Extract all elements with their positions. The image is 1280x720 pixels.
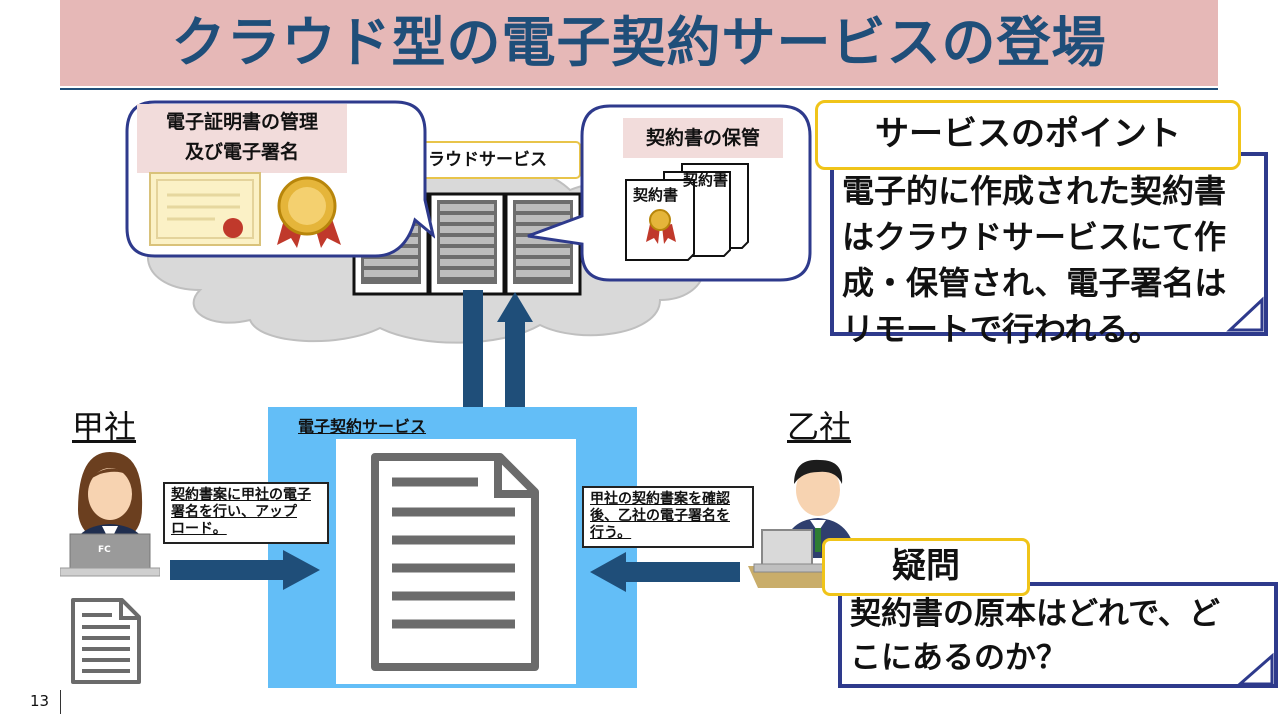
- panel-fold-corner-2: [1236, 652, 1274, 686]
- certificate-management-label: 電子証明書の管理 及び電子署名: [137, 104, 347, 173]
- arrow-left-icon: [590, 552, 740, 592]
- company-a-note-line-2: 署名を行い、アップ: [171, 504, 297, 520]
- central-document-icon: [371, 453, 539, 671]
- laptop-b-icon: [753, 529, 827, 573]
- point-line-2: はクラウドサービスにて作: [842, 218, 1227, 256]
- company-a-name: 甲社: [72, 408, 137, 446]
- certificate-icon: [149, 172, 341, 248]
- server-rack-2: [428, 192, 506, 296]
- laptop-logo: FC: [98, 545, 111, 555]
- company-b-note-line-3: 行う。: [590, 525, 632, 541]
- title-band: [60, 0, 1218, 86]
- company-b-note: 甲社の契約書案を確認 後、乙社の電子署名を 行う。: [582, 486, 754, 548]
- contract-service-label: 電子契約サービス: [298, 417, 427, 436]
- company-b-name: 乙社: [787, 408, 852, 446]
- cert-label-line-1: 電子証明書の管理: [165, 111, 318, 133]
- service-point-text: 電子的に作成された契約書 はクラウドサービスにて作 成・保管され、電子署名は リ…: [842, 168, 1252, 352]
- page-number-divider: [60, 690, 61, 714]
- gold-medal-icon: [277, 176, 341, 248]
- question-line-1: 契約書の原本はどれで、ど: [850, 596, 1220, 632]
- point-line-1: 電子的に作成された契約書: [842, 172, 1227, 210]
- question-title: 疑問: [822, 538, 1030, 596]
- company-b-note-line-1: 甲社の契約書案を確認: [590, 491, 730, 507]
- point-line-3: 成・保管され、電子署名は: [842, 264, 1227, 302]
- company-a-note-line-3: ロード。: [171, 521, 227, 537]
- server-rack-3: [504, 192, 582, 296]
- point-line-4: リモートで行われる。: [842, 310, 1161, 348]
- contract-storage-label: 契約書の保管: [623, 118, 783, 158]
- laptop-icon: [60, 533, 160, 577]
- company-b-note-line-2: 後、乙社の電子署名を: [590, 508, 730, 524]
- contract-doc-front-icon: [625, 179, 695, 261]
- arrow-right-icon: [170, 550, 320, 590]
- company-a-person-icon: [60, 452, 160, 577]
- question-panel: [838, 582, 1278, 688]
- question-line-2: こにあるのか？: [850, 640, 1067, 676]
- title-rule: [60, 88, 1218, 90]
- company-a-note-line-1: 契約書案に甲社の電子: [171, 487, 311, 503]
- contract-doc-front-label: 契約書: [633, 186, 679, 204]
- contract-docs-icon: [625, 163, 749, 261]
- service-point-title: サービスのポイント: [815, 100, 1241, 170]
- panel-fold-corner-1: [1226, 296, 1264, 332]
- contract-doc-back-label: 契約書: [683, 171, 729, 189]
- company-a-document-icon: [71, 598, 141, 684]
- service-point-panel: [830, 152, 1268, 336]
- page-title: クラウド型の電子契約サービスの登場: [171, 11, 1107, 74]
- cert-label-line-2: 及び電子署名: [184, 141, 299, 163]
- question-text: 契約書の原本はどれで、ど こにあるのか？: [850, 592, 1250, 680]
- page-number: 13: [30, 692, 50, 710]
- company-a-note: 契約書案に甲社の電子 署名を行い、アップ ロード。: [163, 482, 329, 544]
